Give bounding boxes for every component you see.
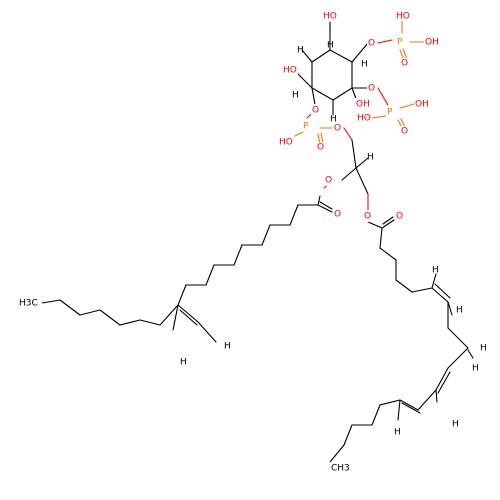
label-h-ring-left: H xyxy=(292,91,299,101)
label-o-ester1: O xyxy=(325,176,332,186)
label-p1: P xyxy=(397,38,403,48)
label-ho-p2: HO xyxy=(357,114,371,124)
label-h-db1-b: H xyxy=(180,358,187,368)
label-ho-ring-left: HO xyxy=(283,66,297,76)
label-ho-p1: HO xyxy=(396,12,410,22)
label-o-p1-double: O xyxy=(401,59,408,69)
label-h-db2-a: H xyxy=(432,266,439,276)
label-h-glycerol: H xyxy=(367,153,374,163)
phosphate-1 xyxy=(377,19,425,61)
label-o-p3-ring: O xyxy=(312,106,319,116)
label-ch3-right: CH3 xyxy=(331,464,350,474)
label-oh-ring-bottom: OH xyxy=(356,100,370,110)
label-h-db2-b: H xyxy=(456,306,463,316)
label-p3: P xyxy=(303,122,309,132)
label-h-ring-c3: H xyxy=(297,46,304,56)
label-o-p2: O xyxy=(368,84,375,94)
acyl-chain-left xyxy=(41,195,333,343)
label-h-db4-a: H xyxy=(452,420,459,430)
label-oh-p1: OH xyxy=(425,38,439,48)
label-o-ester2: O xyxy=(364,212,371,222)
label-h-ring-c4: H xyxy=(361,60,368,70)
label-o-p2-double: O xyxy=(401,127,408,137)
label-ho-p3: HO xyxy=(279,138,293,148)
label-ch3-left: H3C xyxy=(19,299,38,309)
label-oh-p2: OH xyxy=(415,100,429,110)
atom-labels: HO H O P OH HO O HO H H H O P HO OH O OH… xyxy=(18,10,487,474)
label-h-db3-a: H xyxy=(480,344,487,354)
label-ho-ring-top: HO xyxy=(323,12,337,22)
label-h-db4-b: H xyxy=(394,428,401,438)
glycerol-backbone xyxy=(323,139,369,211)
label-o-p3-double: O xyxy=(317,143,324,153)
label-h-ring-top: H xyxy=(327,41,334,51)
label-h-db1-a: H xyxy=(224,342,231,352)
label-h-db3-b: H xyxy=(472,364,479,374)
label-o-p1: O xyxy=(368,39,375,49)
label-o-p3-link: O xyxy=(334,124,341,134)
acyl-chain-right xyxy=(329,216,474,463)
label-o-carbonyl2: O xyxy=(396,212,403,222)
label-h-ring-bottom: H xyxy=(330,115,337,125)
label-p2: P xyxy=(387,108,393,118)
label-o-carbonyl1: O xyxy=(334,210,341,220)
